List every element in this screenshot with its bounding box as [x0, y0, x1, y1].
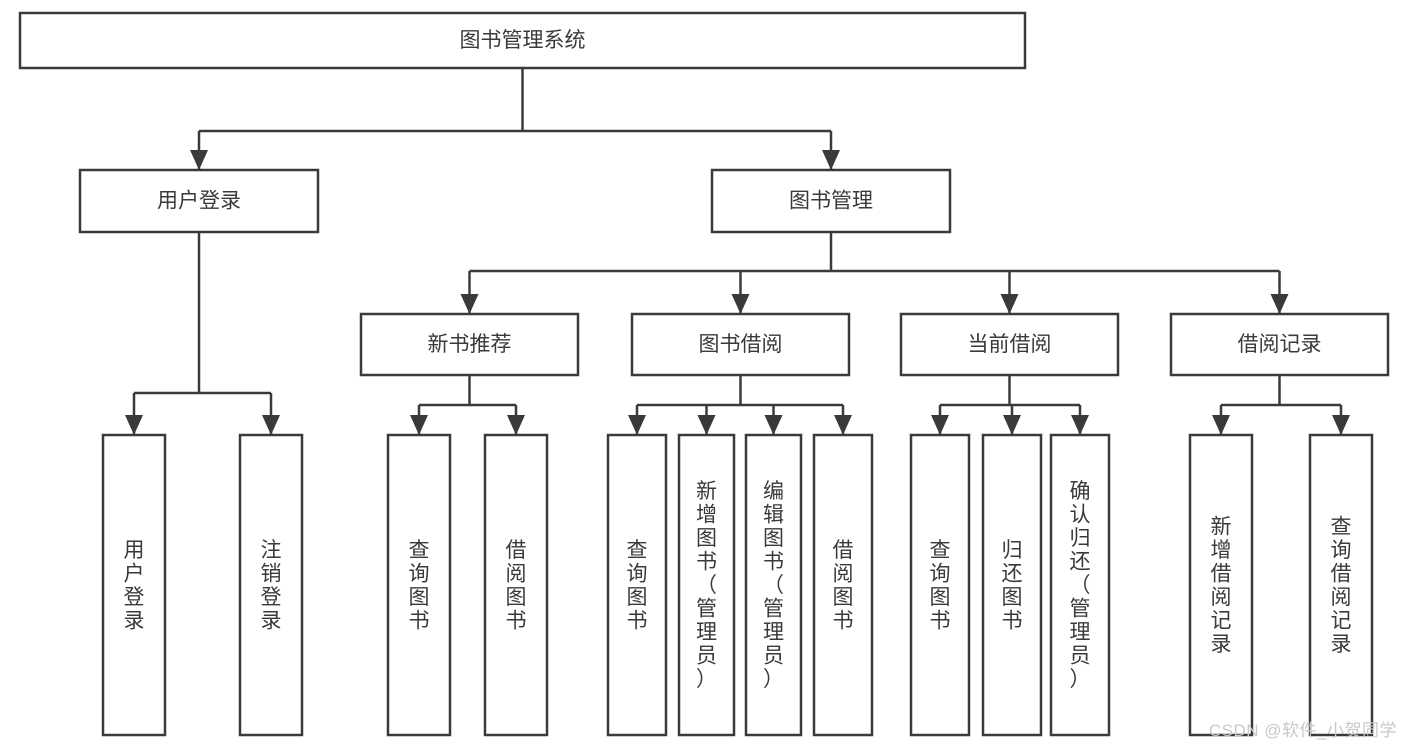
arrow-head-icon [1071, 415, 1089, 435]
leaf-box[interactable] [744, 433, 803, 737]
connectors-layer [125, 68, 1350, 435]
leaf-label: 归还图书 [1002, 538, 1023, 632]
arrow-head-icon [764, 415, 783, 435]
leaf-box[interactable] [386, 433, 452, 737]
node-level3-label: 当前借阅 [968, 333, 1052, 356]
leaf-label: 查询图书 [627, 538, 648, 632]
node-leaf-4[interactable]: 查询图书 [606, 433, 668, 737]
arrow-head-icon [697, 415, 716, 435]
leaf-label: 新增借阅记录 [1211, 515, 1232, 656]
leaf-label: 查询图书 [409, 538, 430, 632]
level3-layer: 新书推荐 图书借阅 当前借阅 借阅记录 [359, 312, 1390, 377]
leaf-box[interactable] [606, 433, 668, 737]
node-level2-box[interactable] [78, 168, 320, 234]
node-level2-label: 图书管理 [789, 190, 873, 213]
arrow-head-icon [1003, 415, 1021, 435]
node-level2-0[interactable]: 用户登录 [78, 168, 320, 234]
node-level3-1[interactable]: 图书借阅 [630, 312, 851, 377]
leaf-label: 注销登录 [261, 538, 282, 632]
leaf-label: 新增图书（管理员） [696, 480, 717, 691]
leaf-box[interactable] [238, 433, 304, 737]
node-leaf-0[interactable]: 用户登录 [101, 433, 167, 737]
node-leaf-10[interactable]: 确认归还（管理员） [1049, 433, 1111, 737]
node-level3-label: 新书推荐 [428, 333, 512, 356]
leaf-box[interactable] [1188, 433, 1254, 737]
node-leaf-9[interactable]: 归还图书 [981, 433, 1043, 737]
arrow-head-icon [628, 415, 646, 435]
level2-layer: 用户登录 图书管理 [78, 168, 952, 234]
node-leaf-7[interactable]: 借阅图书 [812, 433, 874, 737]
arrow-head-icon [262, 415, 280, 435]
arrow-head-icon [507, 415, 525, 435]
node-level2-label: 用户登录 [157, 190, 241, 213]
node-leaf-12[interactable]: 查询借阅记录 [1308, 433, 1374, 737]
arrow-head-icon [460, 294, 479, 314]
node-leaf-6[interactable]: 编辑图书（管理员） [744, 433, 803, 737]
leaf-label: 用户登录 [124, 538, 145, 632]
arrow-head-icon [190, 150, 208, 170]
arrow-head-icon [1270, 294, 1289, 314]
node-level3-2[interactable]: 当前借阅 [899, 312, 1120, 377]
node-level3-box[interactable] [630, 312, 851, 377]
leaf-box[interactable] [909, 433, 971, 737]
leaf-box[interactable] [483, 433, 549, 737]
node-level2-box[interactable] [710, 168, 952, 234]
leaf-label: 查询图书 [930, 538, 951, 632]
node-leaf-1[interactable]: 注销登录 [238, 433, 304, 737]
node-leaf-8[interactable]: 查询图书 [909, 433, 971, 737]
arrow-head-icon [1000, 294, 1019, 314]
leaf-box[interactable] [812, 433, 874, 737]
node-leaf-3[interactable]: 借阅图书 [483, 433, 549, 737]
leaf-label: 借阅图书 [833, 538, 854, 632]
leaf-label: 确认归还（管理员） [1070, 480, 1091, 691]
node-level3-label: 借阅记录 [1238, 333, 1322, 356]
arrow-head-icon [1212, 415, 1230, 435]
node-level3-0[interactable]: 新书推荐 [359, 312, 580, 377]
node-level3-box[interactable] [359, 312, 580, 377]
arrow-head-icon [731, 294, 750, 314]
arrow-head-icon [410, 415, 428, 435]
node-root[interactable]: 图书管理系统 [18, 11, 1027, 70]
leaf-label: 查询借阅记录 [1331, 515, 1352, 656]
arrow-head-icon [931, 415, 949, 435]
node-leaf-2[interactable]: 查询图书 [386, 433, 452, 737]
node-leaf-5[interactable]: 新增图书（管理员） [677, 433, 736, 737]
leaf-box[interactable] [981, 433, 1043, 737]
node-level3-3[interactable]: 借阅记录 [1169, 312, 1390, 377]
root-label: 图书管理系统 [460, 29, 586, 52]
leaf-label: 编辑图书（管理员） [763, 480, 784, 691]
arrow-head-icon [822, 150, 840, 170]
leaf-box[interactable] [1049, 433, 1111, 737]
node-level2-1[interactable]: 图书管理 [710, 168, 952, 234]
leaf-label: 借阅图书 [506, 538, 527, 632]
node-leaf-11[interactable]: 新增借阅记录 [1188, 433, 1254, 737]
node-level3-label: 图书借阅 [699, 333, 783, 356]
leaves-layer: 用户登录 注销登录 查询图书 借阅图书 查询图书 新增图书（管理员） 编辑图书（管理员） 借阅… [101, 433, 1374, 737]
node-level3-box[interactable] [1169, 312, 1390, 377]
arrow-head-icon [1332, 415, 1350, 435]
node-level3-box[interactable] [899, 312, 1120, 377]
arrow-head-icon [125, 415, 143, 435]
root-box[interactable] [18, 11, 1027, 70]
leaf-box[interactable] [101, 433, 167, 737]
leaf-box[interactable] [1308, 433, 1374, 737]
arrow-head-icon [834, 415, 852, 435]
leaf-box[interactable] [677, 433, 736, 737]
